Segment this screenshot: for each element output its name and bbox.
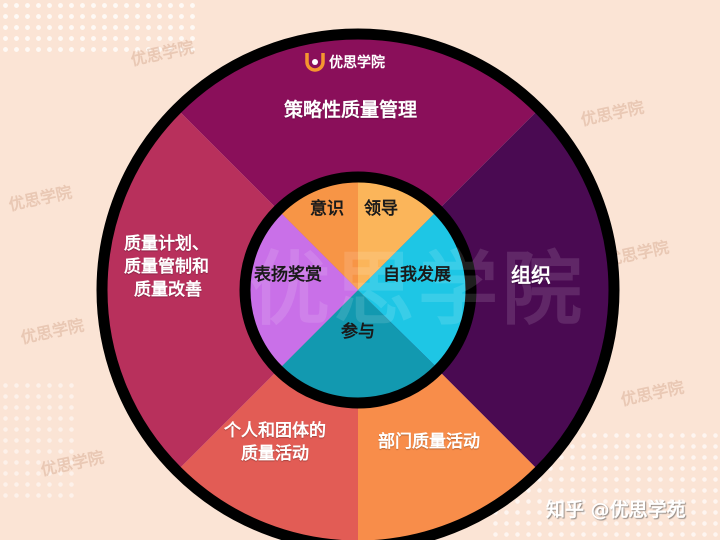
label-organization: 组织 [511,263,551,287]
label-department: 部门质量活动 [378,432,480,452]
inner-circle-border [239,171,477,409]
background-dot-pattern [0,0,200,55]
label-individual: 个人和团体的 质量活动 [224,421,326,464]
label-planning: 质量计划、 质量管制和 质量改善 [124,234,209,300]
center-watermark: 优思学院 [250,243,586,336]
brand-logo-text: 优思学院 [329,55,385,71]
background-dot-pattern [0,380,80,500]
label-awareness: 意识 [310,199,344,219]
brand-u-icon [305,53,325,72]
label-self-development: 自我发展 [383,265,451,285]
label-strategic: 策略性质量管理 [284,99,418,121]
label-participation: 参与 [341,322,375,342]
label-recognition: 表扬奖赏 [254,265,322,285]
segment-organization [358,34,614,540]
footer-credit: 知乎 @优思学苑 [546,499,686,521]
segment-planning [102,34,358,540]
label-leadership: 领导 [364,199,398,219]
outer-ring-border [96,28,620,540]
brand-logo: 优思学院 [305,51,385,73]
